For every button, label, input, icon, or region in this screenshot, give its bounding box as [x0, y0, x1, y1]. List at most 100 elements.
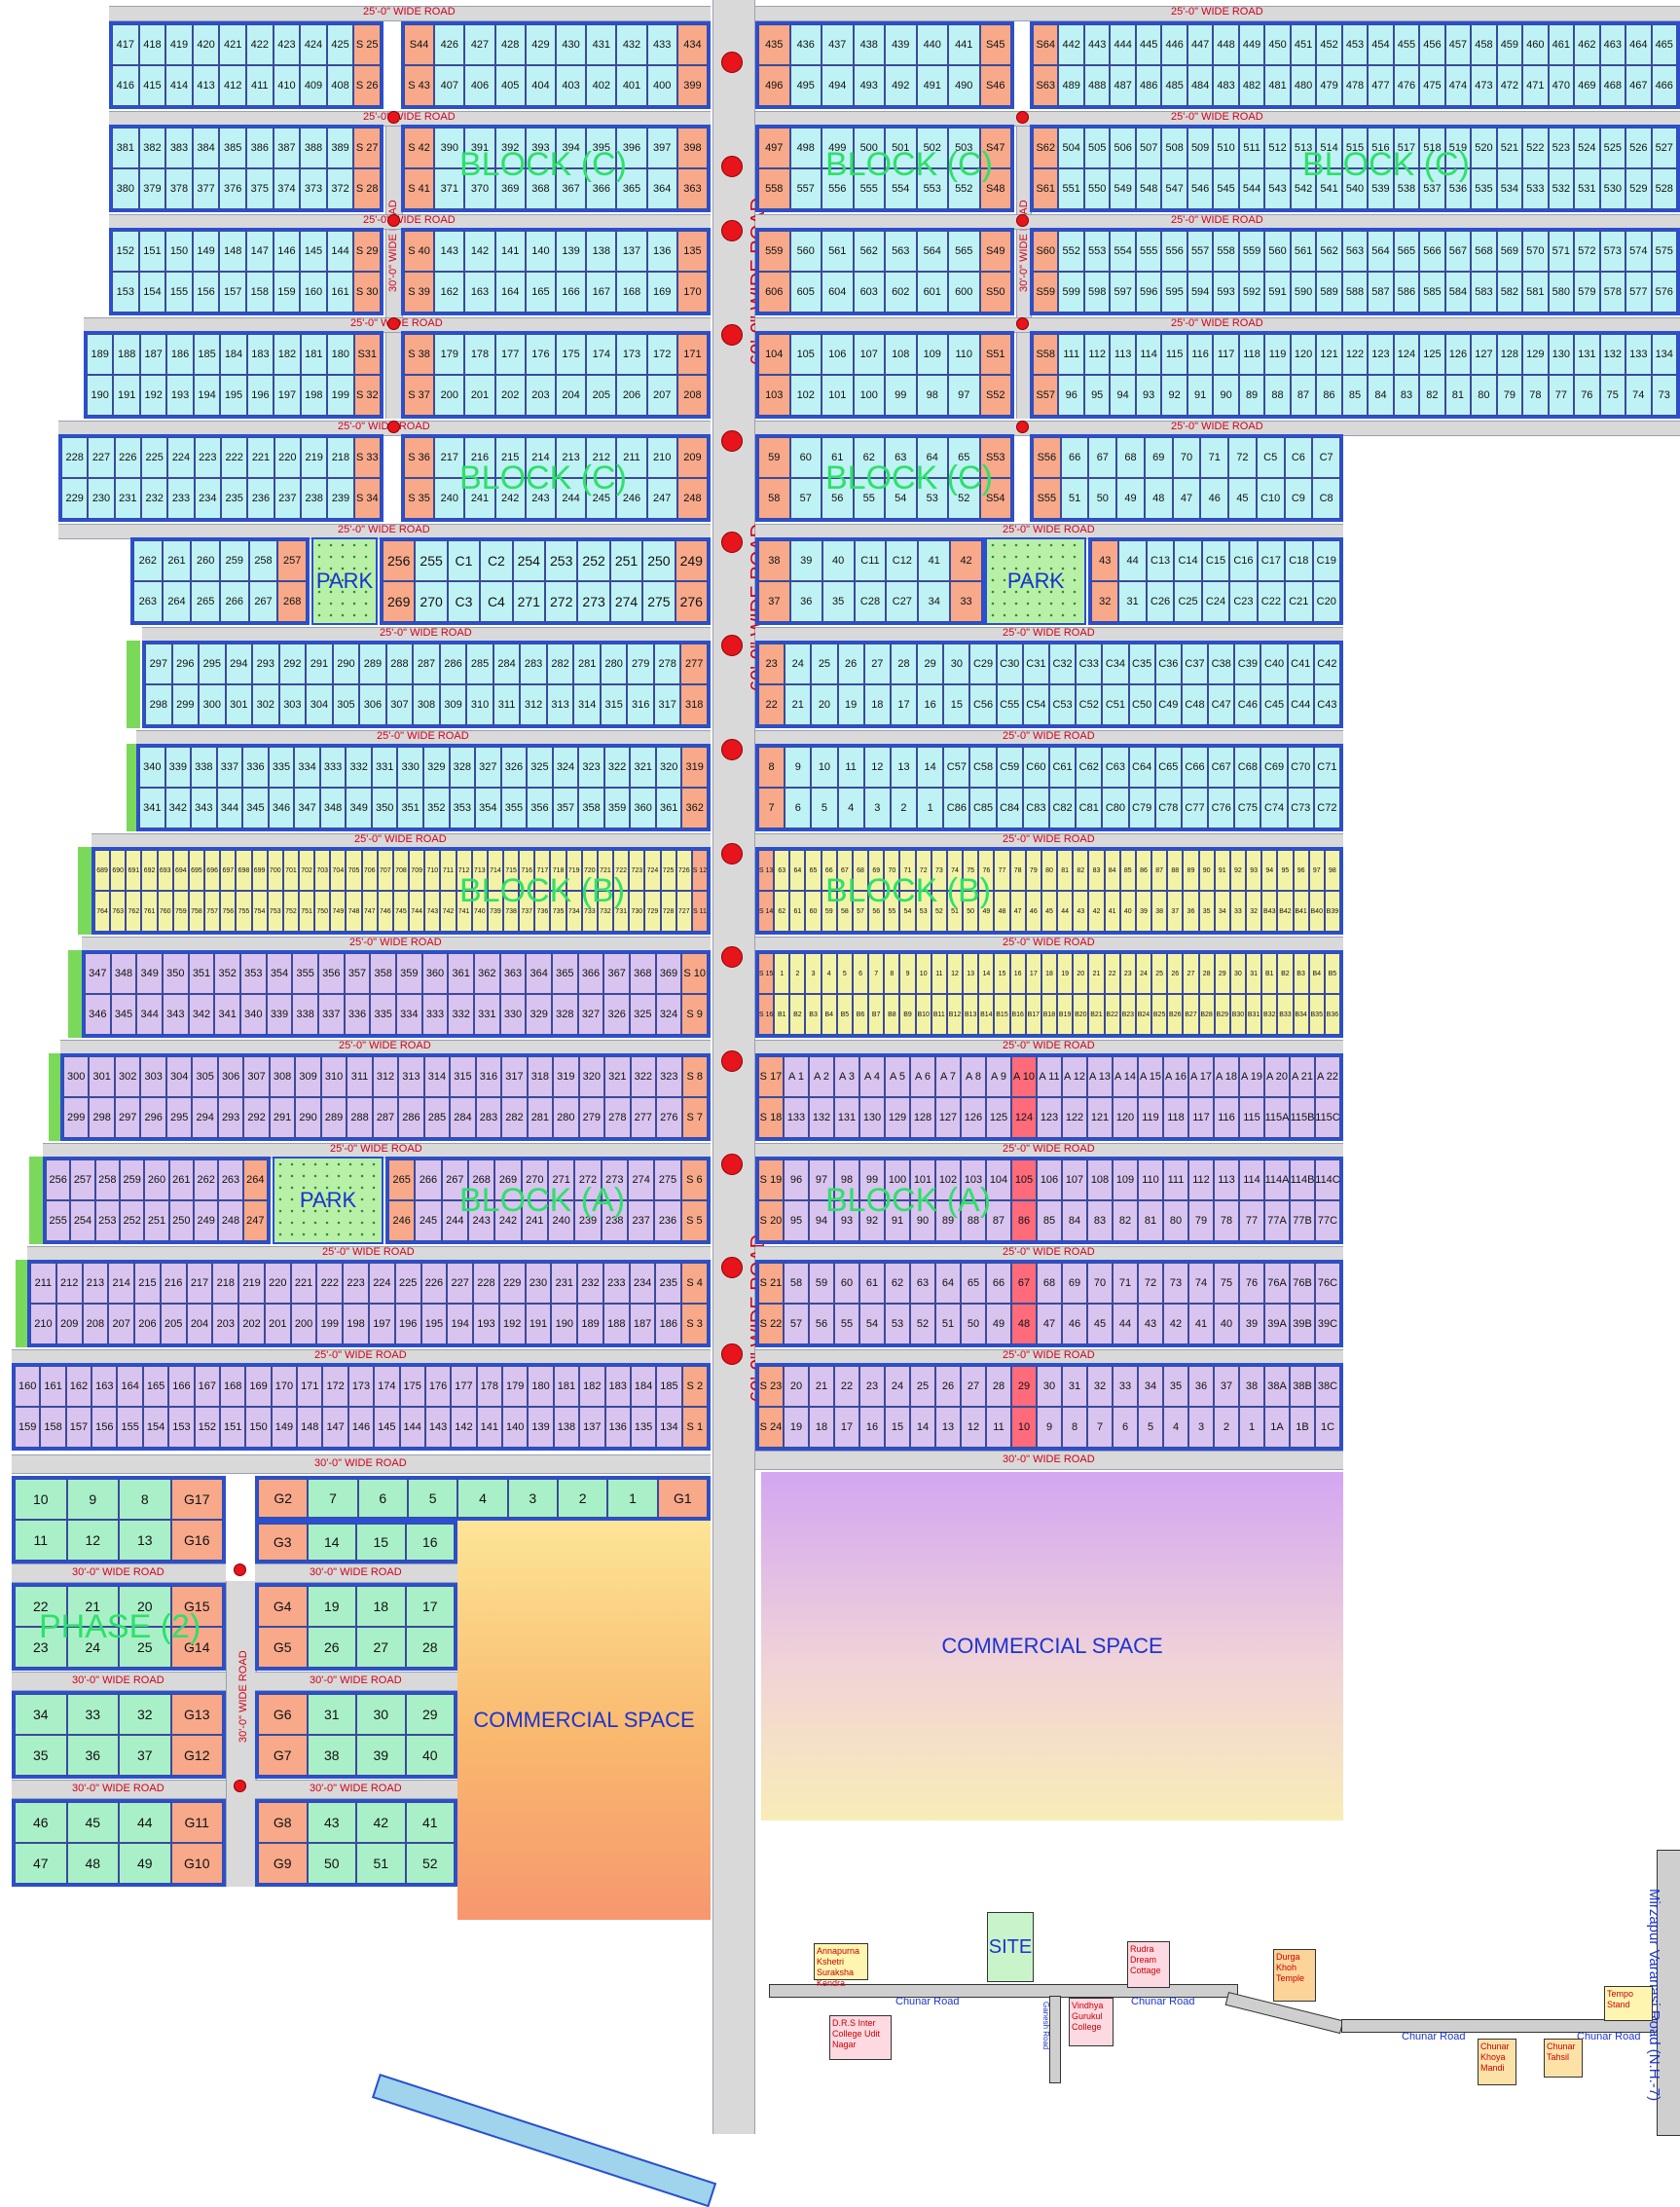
plot-cell[interactable]: C40	[1260, 644, 1288, 684]
plot-cell[interactable]: 489	[1058, 65, 1084, 106]
plot-cell[interactable]: 358	[578, 788, 604, 828]
plot-cell[interactable]: 761	[141, 891, 158, 932]
plot-cell[interactable]: 357	[552, 788, 579, 828]
plot-cell[interactable]: 297	[114, 1097, 141, 1138]
plot-cell[interactable]: 23	[15, 1627, 67, 1668]
plot-cell[interactable]: 213	[556, 437, 587, 478]
plot-cell[interactable]: S46	[979, 65, 1011, 106]
plot-cell[interactable]: 157	[65, 1407, 92, 1448]
plot-cell[interactable]: 606	[758, 272, 790, 313]
plot-cell[interactable]: 163	[91, 1366, 118, 1407]
plot-cell[interactable]: 740	[471, 891, 488, 932]
plot-cell[interactable]: 125	[986, 1097, 1011, 1138]
plot-cell[interactable]: 231	[114, 478, 141, 519]
plot-cell[interactable]: 426	[434, 24, 465, 65]
plot-cell[interactable]: 17	[405, 1586, 455, 1627]
plot-cell[interactable]: 593	[1213, 272, 1239, 313]
plot-cell[interactable]: 52	[405, 1843, 455, 1884]
plot-cell[interactable]: 332	[346, 747, 372, 788]
plot-cell[interactable]: B22	[1104, 994, 1120, 1035]
plot-cell[interactable]: B11	[931, 994, 947, 1035]
plot-cell[interactable]: 147	[322, 1407, 348, 1448]
plot-cell[interactable]: 285	[466, 644, 493, 684]
plot-cell[interactable]: 13	[119, 1520, 171, 1561]
plot-cell[interactable]: 47	[15, 1843, 67, 1884]
plot-cell[interactable]: 303	[140, 1056, 166, 1097]
plot-cell[interactable]: B4	[821, 994, 837, 1035]
plot-cell[interactable]: 67	[1088, 437, 1117, 478]
plot-cell[interactable]: 295	[199, 644, 226, 684]
plot-cell[interactable]: 572	[1574, 231, 1600, 272]
plot-cell[interactable]: 197	[368, 1304, 395, 1344]
plot-cell[interactable]: 196	[394, 1304, 421, 1344]
plot-cell[interactable]: C31	[1022, 644, 1049, 684]
plot-cell[interactable]: 25	[1151, 953, 1168, 994]
plot-cell[interactable]: 347	[294, 788, 320, 828]
plot-cell[interactable]: 717	[534, 850, 551, 891]
plot-cell[interactable]: 36	[66, 1735, 119, 1776]
plot-cell[interactable]: 31	[1062, 1366, 1087, 1407]
plot-cell[interactable]: 566	[1419, 231, 1445, 272]
plot-cell[interactable]: 534	[1496, 168, 1523, 209]
plot-cell[interactable]: 136	[646, 231, 677, 272]
plot-cell[interactable]: 122	[1341, 334, 1369, 375]
plot-cell[interactable]: 263	[218, 1159, 243, 1200]
plot-cell[interactable]: 212	[55, 1263, 83, 1304]
plot-cell[interactable]: B10	[915, 994, 931, 1035]
plot-cell[interactable]: 167	[586, 272, 617, 313]
plot-cell[interactable]: 360	[630, 788, 656, 828]
plot-cell[interactable]: 598	[1083, 272, 1111, 313]
plot-cell[interactable]: B2	[1277, 953, 1294, 994]
plot-cell[interactable]: 395	[586, 128, 617, 168]
plot-cell[interactable]: 375	[246, 168, 274, 209]
plot-cell[interactable]: 206	[616, 375, 647, 416]
plot-cell[interactable]: 308	[269, 1056, 296, 1097]
plot-cell[interactable]: 278	[604, 1097, 631, 1138]
plot-cell[interactable]: 272	[574, 1159, 602, 1200]
plot-cell[interactable]: 569	[1496, 231, 1523, 272]
plot-cell[interactable]: 99	[859, 1159, 885, 1200]
plot-cell[interactable]: 591	[1264, 272, 1291, 313]
plot-cell[interactable]: 568	[1471, 231, 1497, 272]
plot-cell[interactable]: 201	[464, 375, 495, 416]
plot-cell[interactable]: 171	[676, 334, 708, 375]
plot-cell[interactable]: 417	[112, 24, 139, 65]
plot-cell[interactable]: 339	[164, 747, 192, 788]
plot-cell[interactable]: 93	[1246, 850, 1262, 891]
plot-cell[interactable]: 78	[1522, 375, 1549, 416]
plot-cell[interactable]: 543	[1264, 168, 1291, 209]
plot-cell[interactable]: B32	[1261, 994, 1278, 1035]
plot-cell[interactable]: 130	[859, 1097, 885, 1138]
plot-cell[interactable]: 110	[1138, 1159, 1163, 1200]
plot-cell[interactable]: 527	[1651, 128, 1677, 168]
plot-cell[interactable]: 9	[66, 1479, 119, 1520]
plot-cell[interactable]: 72	[1228, 437, 1257, 478]
plot-cell[interactable]: B14	[978, 994, 995, 1035]
plot-cell[interactable]: 89	[1183, 850, 1199, 891]
plot-cell[interactable]: 46	[1062, 1304, 1087, 1344]
plot-cell[interactable]: 484	[1187, 65, 1214, 106]
plot-cell[interactable]: 43	[1073, 891, 1089, 932]
plot-cell[interactable]: 48	[994, 891, 1010, 932]
plot-cell[interactable]: 401	[616, 65, 647, 106]
plot-cell[interactable]: 62	[885, 1263, 910, 1304]
plot-cell[interactable]: 526	[1625, 128, 1652, 168]
plot-cell[interactable]: 64	[916, 437, 948, 478]
plot-cell[interactable]: 701	[282, 850, 299, 891]
plot-cell[interactable]: 561	[1290, 231, 1317, 272]
plot-cell[interactable]: 456	[1419, 24, 1445, 65]
plot-cell[interactable]: 166	[168, 1366, 195, 1407]
plot-cell[interactable]: S 26	[353, 65, 381, 106]
plot-cell[interactable]: 338	[191, 747, 217, 788]
plot-cell[interactable]: 14	[307, 1524, 356, 1561]
plot-cell[interactable]: S 35	[404, 478, 435, 519]
plot-cell[interactable]: 115C	[1315, 1097, 1340, 1138]
plot-cell[interactable]: 262	[194, 1159, 219, 1200]
plot-cell[interactable]: 30	[356, 1694, 406, 1735]
plot-cell[interactable]: 138	[553, 1407, 580, 1448]
plot-cell[interactable]: 125	[1419, 334, 1445, 375]
plot-cell[interactable]: 561	[822, 231, 854, 272]
plot-cell[interactable]: G12	[170, 1735, 223, 1776]
plot-cell[interactable]: 171	[297, 1366, 323, 1407]
plot-cell[interactable]: 72	[915, 850, 931, 891]
